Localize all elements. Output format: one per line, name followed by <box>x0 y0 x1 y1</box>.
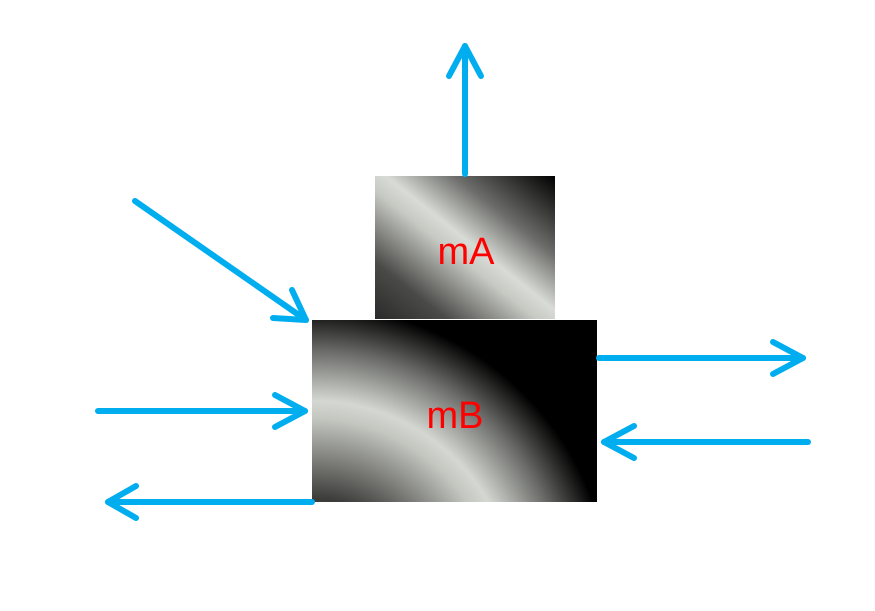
block-mb-body <box>312 320 597 502</box>
block-ma-label: mA <box>438 231 496 273</box>
block-ma-body <box>375 176 555 319</box>
arrow-right-from-mb <box>596 339 806 377</box>
arrow-left-into-mb-right <box>601 423 811 461</box>
block-mb-label: mB <box>427 395 484 437</box>
arrow-right-into-mb-left <box>95 392 308 430</box>
block-mb: mB <box>312 320 597 502</box>
arrow-left-from-mb <box>105 483 315 521</box>
arrow-diagonal-into-mb <box>132 198 309 323</box>
block-ma: mA <box>375 176 555 319</box>
arrow-up-from-ma <box>446 43 484 177</box>
